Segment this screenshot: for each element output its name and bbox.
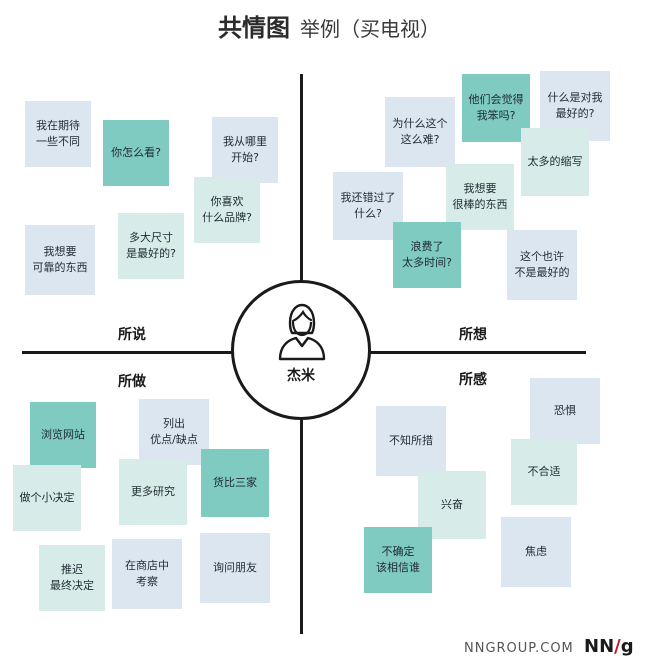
logo-n1: N <box>584 636 600 657</box>
sticky-note: 太多的缩写 <box>521 128 589 196</box>
footer-site: NNGROUP.COM <box>464 641 574 656</box>
sticky-note: 你怎么看? <box>103 120 169 186</box>
sticky-note: 多大尺寸 是最好的? <box>118 213 184 279</box>
sticky-note: 焦虑 <box>501 517 571 587</box>
sticky-note: 我从哪里 开始? <box>212 117 278 183</box>
logo-g: g <box>620 636 634 657</box>
sticky-note: 在商店中 考察 <box>112 539 182 609</box>
quadrant-label-thinks: 所想 <box>459 327 487 343</box>
logo-n2: N <box>599 636 615 657</box>
sticky-note: 我想要 可靠的东西 <box>25 225 95 295</box>
nng-logo: NN/g <box>584 636 634 657</box>
page-title: 共情图举例（买电视） <box>0 8 658 43</box>
title-subtitle: 举例（买电视） <box>300 17 440 41</box>
persona-circle: 杰米 <box>231 280 371 420</box>
sticky-note: 不知所措 <box>376 406 446 476</box>
quadrant-label-does: 所做 <box>118 374 146 390</box>
sticky-note: 推迟 最终决定 <box>39 545 105 611</box>
persona-name: 杰米 <box>287 368 315 384</box>
sticky-note: 更多研究 <box>119 459 187 525</box>
sticky-note: 这个也许 不是最好的 <box>507 230 577 300</box>
sticky-note: 为什么这个 这么难? <box>385 97 455 167</box>
sticky-note: 恐惧 <box>530 378 600 444</box>
quadrant-label-feels: 所感 <box>459 372 487 388</box>
person-icon <box>278 303 326 361</box>
sticky-note: 不确定 该相信谁 <box>364 527 432 593</box>
sticky-note: 我还错过了 什么? <box>333 172 403 240</box>
sticky-note: 列出 优点/缺点 <box>139 399 209 465</box>
sticky-note: 询问朋友 <box>200 533 270 603</box>
sticky-note: 我在期待 一些不同 <box>25 101 91 167</box>
sticky-note: 做个小决定 <box>13 465 81 531</box>
sticky-note: 货比三家 <box>201 449 269 517</box>
sticky-note: 浏览网站 <box>30 402 96 468</box>
sticky-note: 不合适 <box>511 439 577 505</box>
logo-slash: / <box>614 636 621 657</box>
sticky-note: 他们会觉得 我笨吗? <box>462 74 530 142</box>
sticky-note: 浪费了 太多时间? <box>393 222 461 288</box>
quadrant-label-says: 所说 <box>118 327 146 343</box>
sticky-note: 你喜欢 什么品牌? <box>194 177 260 243</box>
title-main: 共情图 <box>218 14 290 42</box>
sticky-note: 我想要 很棒的东西 <box>446 164 514 230</box>
